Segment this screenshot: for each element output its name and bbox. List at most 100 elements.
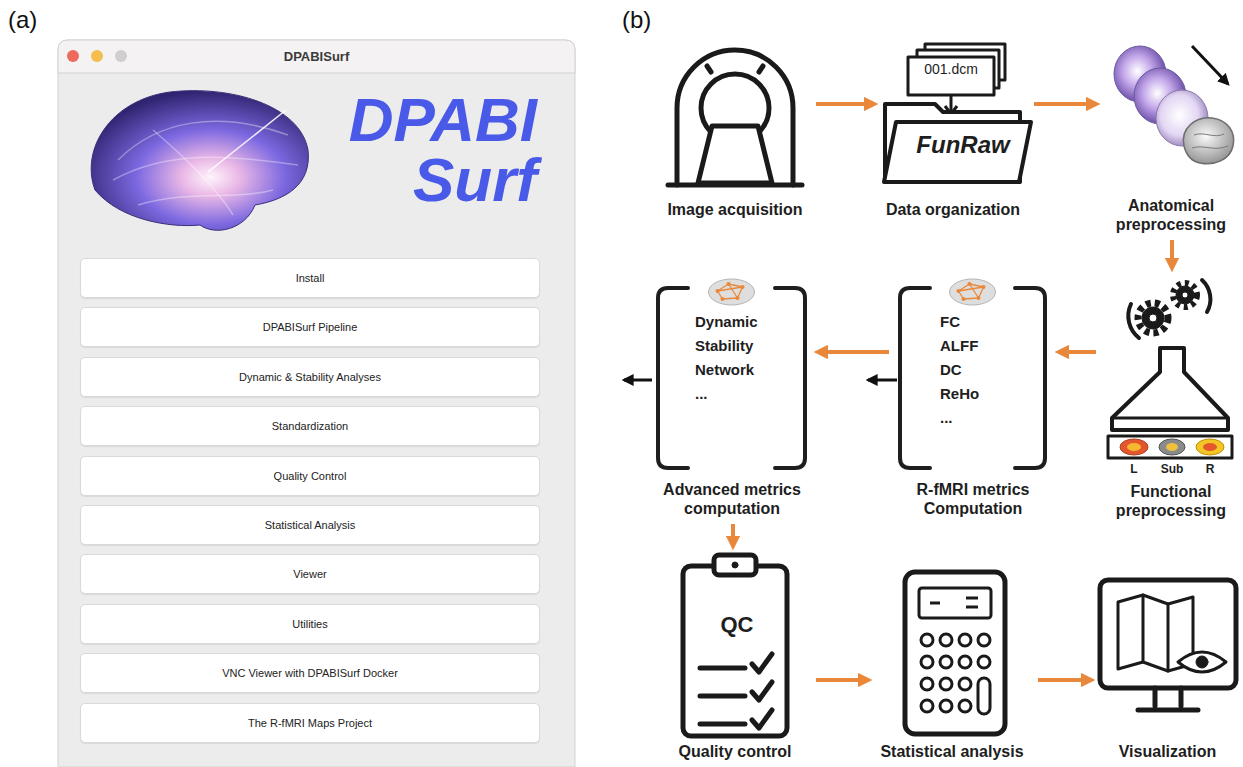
workflow-step: Visualization [1095,550,1242,763]
gear [1142,307,1164,329]
calculator-key [921,700,933,712]
step-caption: Image acquisition [660,200,810,219]
motion-arc [1202,280,1210,312]
metric-list: Dynamic Stability Network ... [695,310,758,406]
map-fold [1143,595,1168,671]
menu-button: DPABISurf Pipeline [80,307,540,347]
hood-edge [1112,417,1228,420]
button-label: Viewer [293,567,326,581]
logo-text: DPABI Surf [322,90,537,210]
brain-illustration [91,91,308,231]
flow-arrow [1038,678,1091,682]
calculator-key [959,656,971,668]
calculator-key [921,678,933,690]
calculator-key [959,634,971,646]
calculator-key [921,634,933,646]
brain-illustration [113,157,298,180]
flow-arrow [731,524,735,546]
window-control [91,50,103,62]
button-label: Utilities [292,617,327,631]
functional-preprocessing-icon [1108,280,1232,458]
brain-illustration [208,110,286,172]
step-caption: Quality control [660,742,810,761]
brain-sulcus [1192,134,1228,148]
metric-list: FC ALFF DC ReHo ... [940,310,979,430]
flow-arrow [1059,350,1096,354]
gear-teeth [1138,303,1168,333]
gear-teeth [1173,283,1197,307]
hemisphere-label: L [1120,462,1148,476]
flow-arrow [1034,102,1096,106]
brain-network-icon [970,284,979,298]
brain-network-icon [950,279,996,305]
menu-button: Viewer [80,554,540,594]
clipboard-icon [683,555,787,736]
step-caption: Data organization [878,200,1028,219]
step-caption: Advanced metrics computation [652,480,812,518]
surface-map-left [1120,439,1148,455]
workflow-step: Image acquisition [660,40,812,230]
window-control [115,50,127,62]
file-name: 001.dcm [910,61,992,77]
brain-network-icon [977,296,981,300]
workflow-step: Statistical analysis [872,550,1034,763]
gear [1176,286,1194,304]
output-arrow [624,379,652,382]
window-body [58,40,575,767]
brain-network-icon [964,298,979,299]
scanner-mark [707,66,763,72]
calculator-key [940,700,952,712]
brain-network-icon [741,285,745,289]
document-sheet [908,57,994,95]
surface-map-left [1127,443,1141,451]
calculator-key [921,656,933,668]
panel-label: (b) [622,6,651,34]
calculator-key [978,634,990,646]
hemisphere-label: R [1196,462,1224,476]
bracket-outline [900,288,1045,468]
brain-illustration [138,190,273,205]
gear-hole [1182,292,1188,298]
metrics-box: FC ALFF DC ReHo ... R-fMRI metrics Comput… [893,276,1055,520]
calculator-key [959,700,971,712]
brain-network-icon [723,298,738,299]
calculator-key [940,656,952,668]
eye-pupil [1196,656,1208,668]
monitor-screen [1100,580,1236,688]
brain-network-icon [982,285,986,289]
brain-illustration [91,91,308,231]
calculator-key [978,656,990,668]
step-caption: Statistical analysis [872,742,1032,761]
menu-button: VNC Viewer with DPABISurf Docker [80,653,540,693]
brain-network-icon [729,284,738,298]
clipboard-board [683,566,787,736]
process-arrow [1192,46,1228,84]
icon-label: QC [712,612,762,638]
surface-map-right [1196,439,1224,455]
calculator-icon [905,572,1005,734]
brain-network-icon [950,279,996,305]
calculator-key [940,678,952,690]
brain-network-icon [959,287,984,291]
clipboard-clip [714,555,756,575]
calculator-key [959,678,971,690]
folder-front [884,122,1031,182]
bracket-outline [658,288,805,468]
step-caption: Anatomical preprocessing [1100,196,1242,234]
menu-button: Standardization [80,406,540,446]
hood [1112,348,1228,430]
subcortical-map [1166,443,1178,451]
button-label: Statistical Analysis [265,518,355,532]
brain-network-icon [716,289,720,293]
brain-slices-icon [1114,46,1234,164]
step-caption: R-fMRI metrics Computation [893,480,1053,518]
button-label: Quality Control [274,469,347,483]
scanner-body [677,50,793,185]
subcortical-map [1159,439,1185,455]
output-arrow [868,379,897,382]
brain-network-icon [736,296,740,300]
checklist-line [700,668,745,724]
button-label: Standardization [272,419,348,433]
workflow-step: Anatomical preprocessing [1100,40,1243,236]
